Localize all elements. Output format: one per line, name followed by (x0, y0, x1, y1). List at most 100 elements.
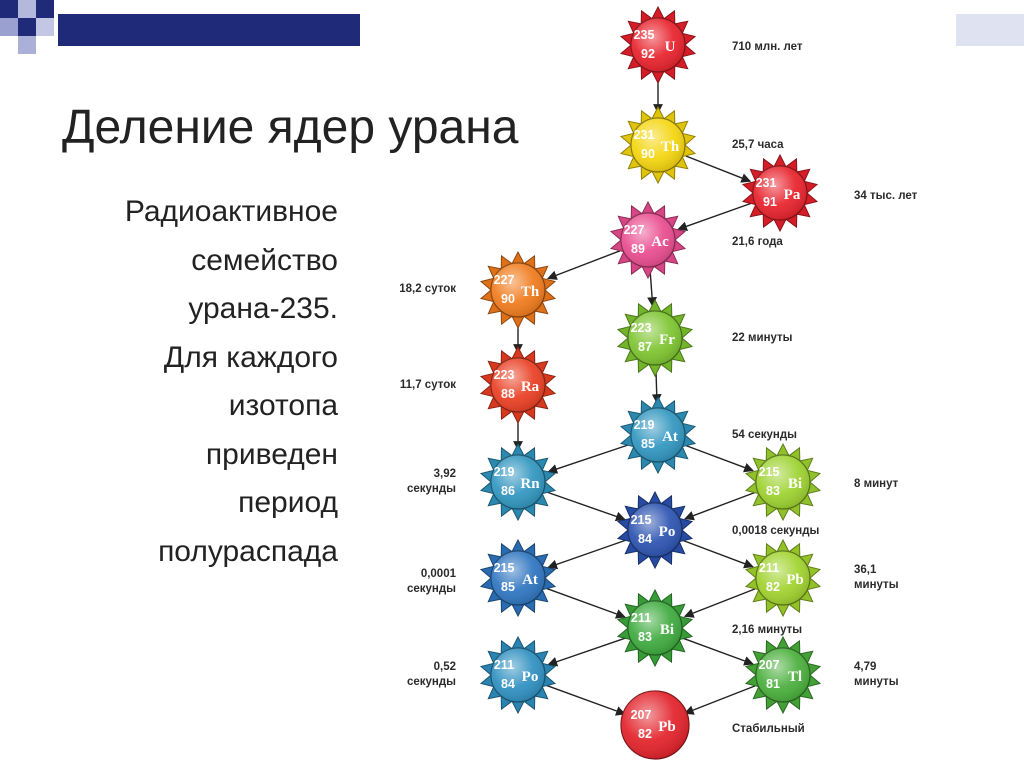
slide-body-text: Радиоактивное семейство урана-235. Для к… (124, 195, 338, 568)
half-life-fr223: 22 минуты (732, 332, 793, 344)
half-life-bi215: 8 минут (854, 478, 899, 490)
nuclide-mass-rn219: 219 (494, 465, 515, 479)
nuclide-mass-bi211: 211 (631, 611, 651, 625)
nuclide-symbol-th227: Th (521, 284, 540, 300)
corner-square-5 (18, 18, 36, 36)
nuclide-number-bi215: 83 (766, 484, 780, 498)
decay-arrow-rn219-po215 (546, 491, 626, 522)
half-life-bi211: 2,16 минуты (732, 624, 802, 636)
nuclide-mass-th231: 231 (634, 128, 655, 142)
nuclide-mass-po215: 215 (631, 513, 652, 527)
decay-arrow-po215-at215 (547, 539, 627, 570)
nuclide-shine-at215 (491, 551, 545, 605)
nuclide-shine-tl207 (756, 648, 810, 702)
half-life-ac227: 21,6 года (732, 236, 783, 248)
nuclide-symbol-th231: Th (661, 139, 680, 155)
decay-arrow-po211-pb207 (545, 684, 626, 716)
nuclide-shine-bi211 (628, 601, 682, 655)
corner-square-3 (36, 0, 54, 18)
nuclide-symbol-ac227: Ac (651, 234, 669, 250)
nuclide-mass-at219: 219 (634, 418, 655, 432)
half-life-pa231: 34 тыс. лет (854, 190, 918, 202)
nuclide-shine-ra223 (491, 358, 545, 412)
nuclide-mass-pa231: 231 (756, 176, 777, 190)
corner-square-6 (36, 18, 54, 36)
decay-arrow-pb211-bi211 (683, 588, 756, 618)
header-bar-right (956, 14, 1024, 46)
nuclide-symbol-ra223: Ra (521, 379, 540, 395)
decay-arrow-at219-bi215 (685, 444, 754, 473)
nuclide-shine-pb211 (756, 551, 810, 605)
nuclide-shine-po215 (628, 503, 682, 557)
nuclide-mass-u235: 235 (634, 28, 655, 42)
nuclide-mass-at215: 215 (494, 561, 515, 575)
nuclide-number-at215: 85 (501, 580, 515, 594)
half-life-tl207-line-2: минуты (854, 676, 899, 688)
nuclide-symbol-po215: Po (659, 524, 676, 540)
nuclide-symbol-at219: At (662, 429, 678, 445)
nuclide-shine-th231 (631, 118, 685, 172)
nuclide-shine-pb207 (621, 691, 689, 759)
nuclide-symbol-pb211: Pb (786, 572, 804, 588)
nuclide-number-ac227: 89 (631, 242, 645, 256)
nuclide-number-th227: 90 (501, 292, 515, 306)
corner-square-7 (18, 36, 36, 54)
half-life-at215-line-1: 0,0001 (421, 568, 457, 580)
half-life-at215-line-2: секунды (407, 583, 456, 595)
nuclide-mass-fr223: 223 (631, 321, 652, 335)
nuclide-number-tl207: 81 (766, 677, 780, 691)
nuclide-symbol-u235: U (665, 39, 676, 55)
nuclide-shine-fr223 (628, 311, 682, 365)
decay-arrow-po215-pb211 (682, 539, 754, 569)
half-life-po211-line-2: секунды (407, 676, 456, 688)
corner-square-4 (0, 18, 18, 36)
half-life-tl207-line-1: 4,79 (854, 661, 876, 673)
nuclide-shine-u235 (631, 18, 685, 72)
half-life-po215: 0,0018 секунды (732, 525, 820, 537)
decay-arrow-pa231-ac227 (677, 202, 752, 231)
decay-arrow-ac227-fr223 (647, 269, 657, 308)
nuclide-number-po215: 84 (638, 532, 652, 546)
nuclide-symbol-fr223: Fr (659, 332, 675, 348)
half-life-ra223: 11,7 суток (400, 379, 456, 391)
nuclide-number-u235: 92 (641, 47, 655, 61)
half-life-u235: 710 млн. лет (732, 41, 803, 53)
nuclide-mass-ra223: 223 (494, 368, 515, 382)
nuclide-number-pb207: 82 (638, 727, 652, 741)
half-life-pb211-line-1: 36,1 (854, 564, 877, 576)
nuclide-po215: 215 84 Po (616, 490, 694, 570)
half-life-th231: 25,7 часа (732, 139, 784, 151)
nuclide-shine-th227 (491, 263, 545, 317)
nuclide-number-fr223: 87 (638, 340, 652, 354)
nuclide-mass-tl207: 207 (759, 658, 780, 672)
header-bar (58, 14, 360, 46)
decay-arrow-ac227-th227 (546, 250, 621, 280)
decay-arrow-at219-rn219 (547, 443, 630, 474)
nuclide-shine-rn219 (491, 455, 545, 509)
half-life-pb211-line-2: минуты (854, 579, 899, 591)
decay-arrow-tl207-pb207 (683, 685, 756, 715)
nuclide-fr223: 223 87 Fr (616, 298, 694, 378)
half-life-pb207: Стабильный (732, 723, 805, 735)
nuclide-number-pa231: 91 (763, 195, 777, 209)
nuclide-mass-bi215: 215 (759, 465, 780, 479)
nuclide-number-pb211: 82 (766, 580, 780, 594)
nuclide-symbol-po211: Po (522, 669, 539, 685)
nuclide-mass-pb207: 207 (631, 708, 652, 722)
nuclide-shine-bi215 (756, 455, 810, 509)
nuclide-shine-ac227 (621, 213, 675, 267)
decay-arrow-bi215-po215 (684, 491, 756, 521)
half-life-rn219-line-1: 3,92 (434, 468, 456, 480)
decay-arrow-at215-bi211 (545, 587, 626, 619)
